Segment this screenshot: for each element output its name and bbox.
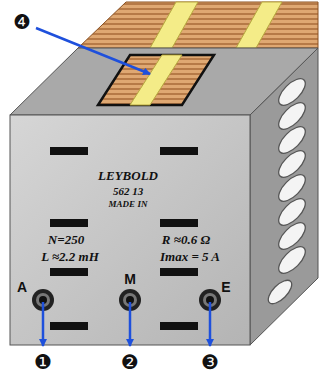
model-number: 562 13 <box>113 185 143 197</box>
callout-number: ❹ <box>13 11 31 33</box>
origin-note: MADE IN <box>109 200 148 210</box>
current-rating: Imax = 5 A <box>160 250 220 264</box>
turns-value: N=250 <box>48 233 84 247</box>
terminal-name: A <box>17 280 27 295</box>
brand-name: LEYBOLD <box>98 169 158 183</box>
terminal-name: E <box>221 280 230 295</box>
callout-number: ❶ <box>34 351 52 373</box>
resistance-value: R ≈0.6 Ω <box>162 233 210 247</box>
callout-number: ❸ <box>201 351 219 373</box>
callout-number: ❷ <box>121 351 139 373</box>
terminal-name: M <box>124 272 136 287</box>
inductance-value: L ≈2.2 mH <box>41 250 99 264</box>
